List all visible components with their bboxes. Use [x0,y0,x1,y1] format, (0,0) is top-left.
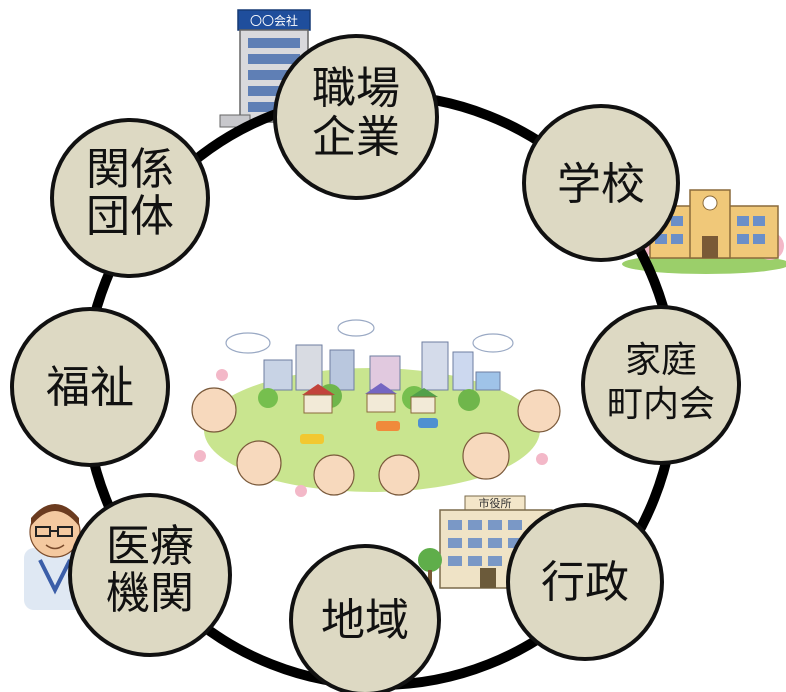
node-workplace: 職場 企業 [273,34,439,200]
town-with-people-icon [191,319,561,497]
node-community: 地域 [289,544,441,692]
node-groups: 関係 団体 [50,118,210,278]
node-school-line-1: 学校 [557,159,645,210]
node-welfare: 福祉 [10,307,170,467]
node-home-line-2: 町内会 [607,384,715,425]
node-home: 家庭 町内会 [581,305,741,465]
node-medical-line-1: 医療 [106,521,194,572]
node-medical-line-2: 機関 [106,568,194,619]
node-community-line-1: 地域 [321,595,409,646]
node-government-line-1: 行政 [541,557,629,608]
node-medical: 医療 機関 [68,493,232,657]
office-sign-label: 市役所 [479,496,512,510]
node-welfare-line-1: 福祉 [46,362,134,413]
node-groups-line-1: 関係 [86,144,174,195]
node-workplace-line-2: 企業 [312,112,400,163]
node-workplace-line-1: 職場 [312,63,400,114]
node-government: 行政 [506,503,664,661]
node-home-line-1: 家庭 [625,340,697,381]
node-school: 学校 [522,104,680,262]
city-hall-icon: 市役所 [418,495,553,589]
company-sign-label: 〇〇会社 [250,13,298,28]
node-groups-line-2: 団体 [86,191,174,242]
